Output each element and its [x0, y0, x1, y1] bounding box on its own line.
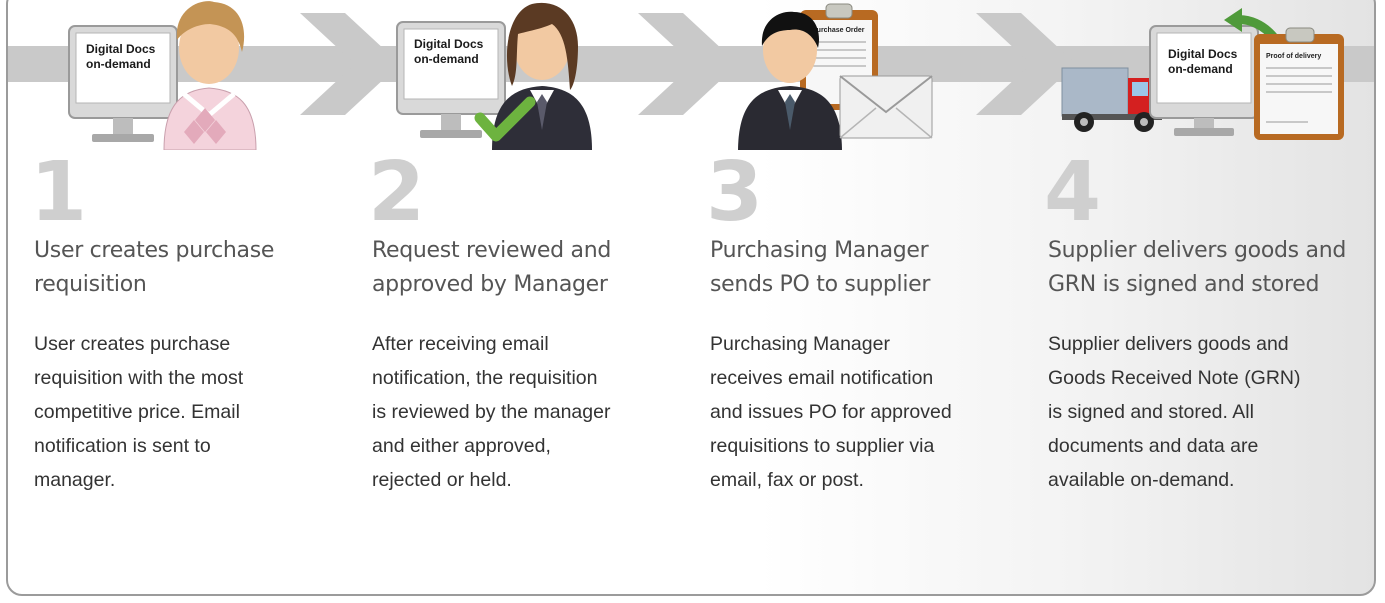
step-description: User creates purchase requisition with t…: [34, 333, 244, 491]
step-number: 4: [1044, 145, 1102, 240]
screen-text-line1: Digital Docs: [414, 37, 484, 51]
delivery-truck-icon: Digital Docs on-demand Proof of delivery: [1061, 8, 1344, 140]
step-title: Purchasing Manager sends PO to supplier: [710, 238, 931, 297]
step-description: After receiving email notification, the …: [372, 333, 611, 491]
step-description: Purchasing Manager receives email notifi…: [710, 333, 952, 491]
manager-approval-icon: Digital Docs on-demand: [396, 2, 592, 150]
user-at-monitor-icon: Digital Docs on-demand: [68, 1, 257, 150]
step-1: Digital Docs on-demand 1 User creates pu…: [14, 0, 344, 590]
step-title: Supplier delivers goods and GRN is signe…: [1048, 238, 1347, 297]
step-title: Request reviewed and approved by Manager: [372, 238, 611, 297]
screen-text-line2: on-demand: [86, 57, 151, 71]
screen-text-line2: on-demand: [1168, 62, 1233, 76]
step-2: Digital Docs on-demand 2 Request reviewe…: [352, 0, 682, 590]
step-number: 3: [706, 145, 764, 240]
step-description: Supplier delivers goods and Goods Receiv…: [1048, 333, 1301, 491]
step-number: 2: [368, 145, 426, 240]
chevron-arrow-icon: [638, 13, 738, 115]
screen-text-line2: on-demand: [414, 52, 479, 66]
step-4: Digital Docs on-demand Proof of delivery…: [1028, 0, 1358, 590]
step-number: 1: [30, 145, 88, 240]
proof-of-delivery-label: Proof of delivery: [1266, 53, 1321, 60]
chevron-arrow-icon: [300, 13, 400, 115]
screen-text-line1: Digital Docs: [1168, 47, 1238, 61]
step-title: User creates purchase requisition: [34, 238, 275, 297]
purchase-order-email-icon: Purchase Order: [738, 3, 933, 150]
screen-text-line1: Digital Docs: [86, 42, 156, 56]
process-panel: Digital Docs on-demand 1 User creates pu…: [6, 0, 1376, 596]
purchase-order-label: Purchase Order: [812, 27, 865, 34]
chevron-arrow-icon: [976, 13, 1076, 115]
step-3: Purchase Order 3 Purchasing Manager send…: [690, 0, 1020, 590]
